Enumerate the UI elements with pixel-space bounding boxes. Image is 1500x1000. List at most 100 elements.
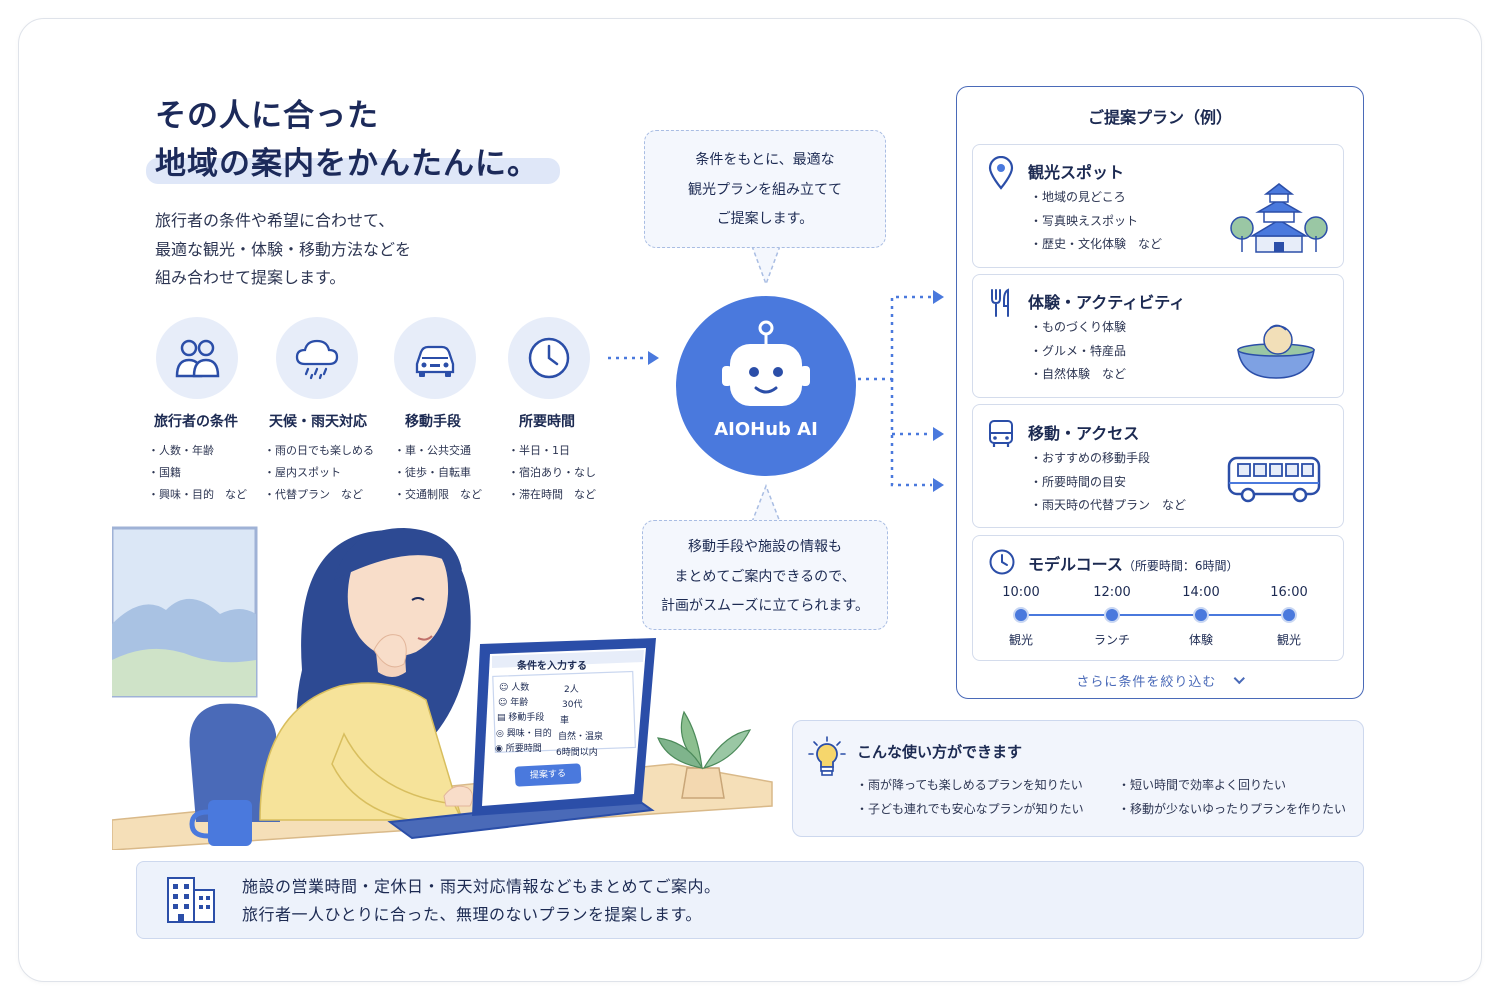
form-field-label: 所要時間 <box>505 744 542 754</box>
headline-line2: 地域の案内をかんたんに。 <box>155 146 539 182</box>
list-item: ・徒歩・自転車 <box>394 466 471 479</box>
course-label: ランチ <box>1093 633 1130 647</box>
form-field-label: 興味・目的 <box>506 729 552 739</box>
form-field-label: 移動手段 <box>508 713 545 723</box>
headline-line1: その人に合った <box>155 98 379 134</box>
list-item: ・グルメ・特産品 <box>1030 343 1127 358</box>
list-item: ・交通制限 など <box>394 488 482 501</box>
form-value: 車 <box>560 716 570 726</box>
usage-title: こんな使い方ができます <box>857 743 1023 761</box>
woman-laptop-illustration <box>112 526 773 850</box>
form-value: 自然・温泉 <box>558 732 604 742</box>
condition-title: 移動手段 <box>405 414 461 430</box>
card-title: 観光スポット <box>1028 163 1125 182</box>
refine-label: さらに条件を絞り込む <box>1076 675 1217 690</box>
bubble-tail-bottom <box>751 483 781 523</box>
bubble-top: 条件をもとに、最適な 観光プランを組み立てて ご提案します。 <box>644 130 886 248</box>
course-note: （所要時間：6時間） <box>1122 559 1239 573</box>
chevron-down-icon <box>1233 672 1245 685</box>
form-label: ▤ 移動手段 <box>497 713 545 723</box>
clock-icon <box>528 337 570 379</box>
condition-traveler <box>156 317 238 399</box>
people-icon <box>175 339 220 378</box>
propose-button[interactable]: 提案する <box>514 763 582 787</box>
course-time: 12:00 <box>1093 585 1131 600</box>
plan-title: ご提案プラン（例） <box>1087 108 1232 127</box>
form-label: ◎ 興味・目的 <box>496 729 552 739</box>
card-items: ・おすすめの移動手段 ・所要時間の目安 ・雨天時の代替プラン など <box>1030 447 1186 518</box>
list-item: ・雨天時の代替プラン など <box>1030 498 1187 512</box>
condition-duration <box>508 317 590 399</box>
form-field-label: 人数 <box>511 683 530 693</box>
plan-card-course <box>972 535 1344 661</box>
course-label: 観光 <box>1008 633 1033 647</box>
list-item: ・歴史・文化体験 など <box>1030 237 1163 251</box>
robot-icon <box>722 320 810 406</box>
bowl-illustration <box>1237 324 1315 379</box>
course-dot <box>1104 607 1120 623</box>
course-dot <box>1193 607 1209 623</box>
course-time: 16:00 <box>1270 585 1308 600</box>
form-label: ☺ 年齢 <box>498 698 529 708</box>
course-label: 観光 <box>1276 633 1301 647</box>
list-item: ・ものづくり体験 <box>1030 320 1127 334</box>
course-dot <box>1281 607 1297 623</box>
lightbulb-icon <box>808 736 846 776</box>
list-item: ・車・公共交通 <box>394 444 471 457</box>
list-item: ・雨の日でも楽しめる <box>264 444 374 457</box>
course-dot <box>1013 607 1029 623</box>
rain-cloud-icon <box>295 339 339 380</box>
arrow-to-access <box>890 379 932 487</box>
bottom-info-bar <box>136 861 1364 939</box>
car-icon <box>415 345 455 377</box>
condition-items: ・車・公共交通 ・徒歩・自転車 ・交通制限 など <box>394 440 482 506</box>
condition-items: ・人数・年齢 ・国籍 ・興味・目的 など <box>148 440 247 506</box>
usage-item: ・子ども連れでも安心なプランが知りたい <box>856 802 1084 816</box>
usage-item: ・雨が降っても楽しめるプランを知りたい <box>856 778 1083 792</box>
condition-transport <box>394 317 476 399</box>
intro-line3: 組み合わせて提案します。 <box>155 268 346 287</box>
list-item: ・おすすめの移動手段 <box>1030 451 1151 465</box>
fork-knife-icon <box>991 288 1009 317</box>
list-item: ・興味・目的 など <box>148 488 247 501</box>
card-items: ・地域の見どころ ・写真映えスポット ・歴史・文化体験 など <box>1030 186 1162 257</box>
card-title: 体験・アクティビティ <box>1028 293 1186 312</box>
bubble-line: 条件をもとに、最適な <box>695 152 835 168</box>
list-item: ・自然体験 など <box>1030 367 1127 381</box>
intro-line2: 最適な観光・体験・移動方法などを <box>155 239 412 259</box>
course-line <box>1021 614 1290 616</box>
bottom-text: 施設の営業時間・定休日・雨天対応情報などもまとめてご案内。 旅行者一人ひとりに合… <box>242 873 721 929</box>
form-label: ☺ 人数 <box>499 683 530 693</box>
usage-item: ・移動が少ないゆったりプランを作りたい <box>1118 802 1347 816</box>
card-items: ・ものづくり体験 ・グルメ・特産品 ・自然体験 など <box>1030 316 1126 387</box>
bottom-line2: 旅行者一人ひとりに合った、無理のないプランを提案します。 <box>242 905 702 924</box>
card-title: モデルコース（所要時間：6時間） <box>1028 551 1239 575</box>
bubble-line: 移動手段や施設の情報も <box>688 539 842 555</box>
course-title: モデルコース <box>1028 555 1123 574</box>
condition-weather <box>276 317 358 399</box>
form-value: 6時間以内 <box>556 748 598 758</box>
list-item: ・所要時間の目安 <box>1030 474 1127 489</box>
course-time: 10:00 <box>1002 585 1040 600</box>
form-field-label: 年齢 <box>510 698 529 708</box>
list-item: ・屋内スポット <box>264 466 341 479</box>
list-item: ・人数・年齢 <box>148 444 214 457</box>
arrow-to-spot <box>858 295 932 381</box>
intro-line1: 旅行者の条件や希望に合わせて、 <box>155 211 395 230</box>
refine-link[interactable]: さらに条件を絞り込む <box>956 671 1364 690</box>
location-pin-icon <box>988 156 1014 190</box>
condition-items: ・半日・1日 ・宿泊あり・なし ・滞在時間 など <box>508 440 596 506</box>
bubble-bottom: 移動手段や施設の情報も まとめてご案内できるので、 計画がスムーズに立てられます… <box>642 520 888 630</box>
usage-item: ・短い時間で効率よく回りたい <box>1118 778 1287 792</box>
bubble-line: 観光プランを組み立てて <box>688 181 842 198</box>
arrow-head <box>648 351 659 365</box>
intro-text: 旅行者の条件や希望に合わせて、 最適な観光・体験・移動方法などを 組み合わせて提… <box>155 207 411 293</box>
condition-title: 所要時間 <box>519 414 575 430</box>
ai-label: AIOHub AI <box>714 419 818 440</box>
list-item: ・国籍 <box>148 466 181 479</box>
form-value: 2人 <box>564 685 579 695</box>
form-title: 条件を入力する <box>517 661 587 672</box>
bottom-line1: 施設の営業時間・定休日・雨天対応情報などもまとめてご案内。 <box>242 877 721 896</box>
list-item: ・写真映えスポット <box>1030 213 1139 228</box>
